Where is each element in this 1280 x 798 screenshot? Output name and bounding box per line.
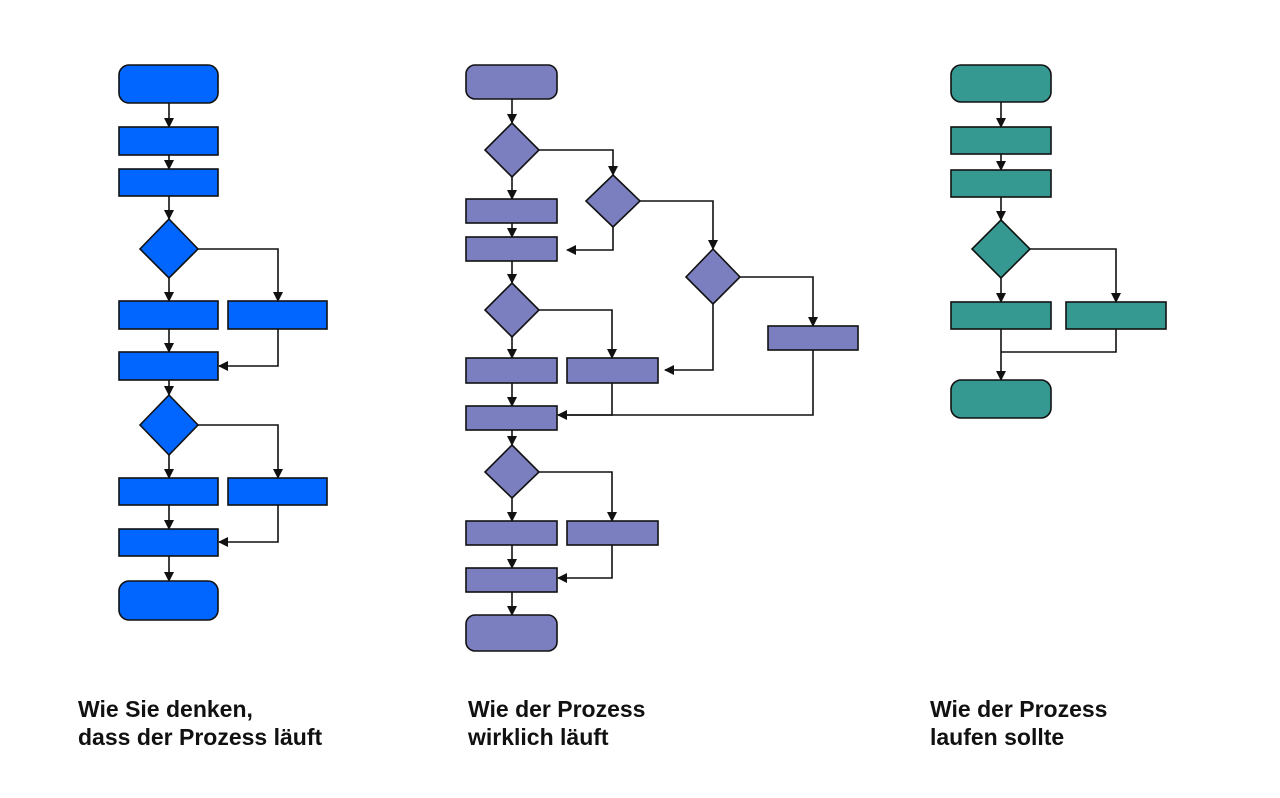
- caption-ideal-process: Wie der Prozess laufen sollte: [930, 695, 1107, 751]
- process-box: [767, 325, 859, 351]
- caption-ideal-line2: laufen sollte: [930, 724, 1065, 750]
- decision-diamond: [483, 443, 541, 500]
- decision-diamond: [483, 281, 541, 339]
- caption-ideal-line1: Wie der Prozess: [930, 696, 1108, 722]
- process-box: [465, 236, 558, 262]
- decision-diamond: [584, 173, 642, 229]
- decision-diamond: [138, 393, 200, 457]
- connectors-actual: [507, 99, 818, 616]
- end-terminal: [950, 379, 1052, 419]
- process-box: [950, 169, 1052, 198]
- process-box: [118, 300, 219, 330]
- decision-diamond: [138, 217, 200, 280]
- process-box: [227, 477, 328, 506]
- start-terminal: [950, 64, 1052, 103]
- start-terminal: [465, 64, 558, 100]
- shapes-assumed: [118, 64, 328, 621]
- process-box: [118, 351, 219, 381]
- shapes-actual: [465, 64, 859, 652]
- shapes-ideal: [950, 64, 1167, 419]
- connectors-assumed: [164, 103, 283, 582]
- caption-assumed-process: Wie Sie denken, dass der Prozess läuft: [78, 695, 322, 751]
- process-box: [118, 528, 219, 557]
- caption-actual-process: Wie der Prozess wirklich läuft: [468, 695, 645, 751]
- process-box: [465, 567, 558, 593]
- end-terminal: [118, 580, 219, 621]
- end-terminal: [465, 614, 558, 652]
- decision-diamond: [970, 218, 1032, 280]
- process-box: [465, 405, 558, 431]
- process-box: [118, 168, 219, 197]
- connectors-ideal: [996, 102, 1121, 381]
- process-box: [118, 477, 219, 506]
- process-box: [465, 520, 558, 546]
- start-terminal: [118, 64, 219, 104]
- decision-diamond: [684, 247, 742, 306]
- process-box: [566, 520, 659, 546]
- process-box: [566, 357, 659, 384]
- caption-assumed-line2: dass der Prozess läuft: [78, 724, 323, 750]
- decision-diamond: [483, 121, 541, 179]
- process-box: [1065, 301, 1167, 330]
- flowchart-actual: [465, 64, 859, 652]
- flowchart-ideal: [950, 64, 1167, 419]
- process-box: [227, 300, 328, 330]
- process-box: [465, 357, 558, 384]
- caption-assumed-line1: Wie Sie denken,: [78, 696, 253, 722]
- flowchart-assumed: [118, 64, 328, 621]
- process-box: [118, 126, 219, 156]
- caption-actual-line1: Wie der Prozess: [468, 696, 646, 722]
- process-box: [950, 301, 1052, 330]
- process-box: [950, 126, 1052, 155]
- caption-actual-line2: wirklich läuft: [468, 724, 609, 750]
- process-box: [465, 198, 558, 224]
